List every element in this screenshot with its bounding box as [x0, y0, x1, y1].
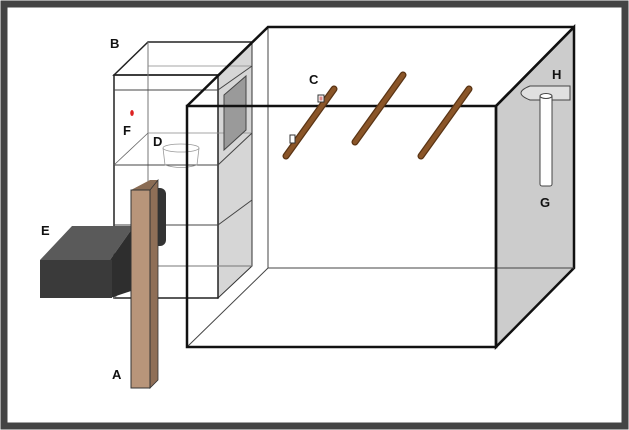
tube-g — [539, 93, 553, 187]
cup-d — [162, 143, 200, 168]
label-h: H — [552, 67, 561, 82]
block-e — [40, 226, 134, 298]
label-d: D — [153, 134, 162, 149]
wooden-board-a — [130, 178, 159, 389]
box-b-window — [223, 74, 247, 152]
box-b-front — [113, 74, 219, 299]
shelf-h — [520, 85, 571, 101]
label-g: G — [540, 195, 550, 210]
large-box-front — [185, 104, 498, 349]
box-b-side-panel — [217, 40, 253, 300]
label-a: A — [112, 367, 122, 382]
label-f: F — [123, 123, 131, 138]
red-marker-f — [130, 110, 134, 116]
large-box — [185, 23, 576, 351]
label-b: B — [110, 36, 119, 51]
label-c: C — [309, 72, 319, 87]
label-e: E — [41, 223, 50, 238]
perch-feeder-bottom — [289, 134, 296, 144]
